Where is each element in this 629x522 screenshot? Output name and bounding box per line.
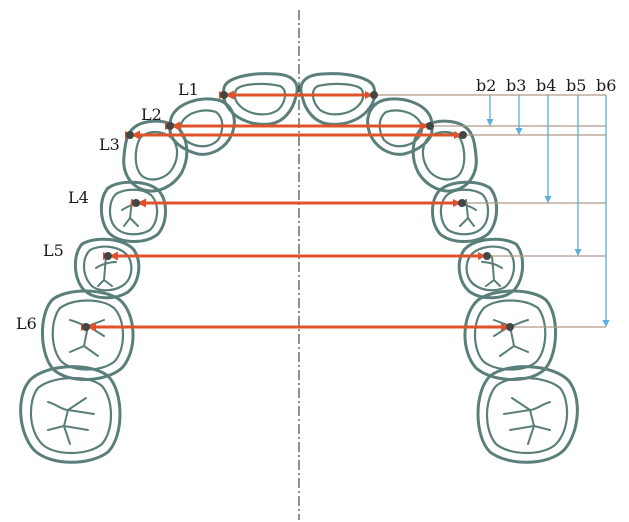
width-label-l1: L1 bbox=[178, 80, 199, 99]
landmark-point-left-l4 bbox=[132, 199, 140, 207]
depth-label-b3: b3 bbox=[506, 76, 526, 95]
width-arrowhead-left-l3 bbox=[131, 130, 140, 140]
landmark-points bbox=[82, 91, 514, 331]
landmark-point-right-l3 bbox=[459, 131, 467, 139]
landmark-point-left-l1 bbox=[220, 91, 228, 99]
tooth-second-premolar-left bbox=[74, 237, 141, 300]
landmark-point-right-l1 bbox=[370, 91, 378, 99]
tooth-central-incisor-right bbox=[299, 72, 377, 126]
width-label-l3: L3 bbox=[99, 135, 120, 154]
tooth-canine-left bbox=[122, 119, 189, 193]
tooth-first-premolar-right bbox=[431, 180, 498, 243]
landmark-point-right-l4 bbox=[458, 199, 466, 207]
width-arrowhead-left-l1 bbox=[225, 90, 234, 100]
depth-label-b6: b6 bbox=[596, 76, 616, 95]
landmark-point-left-l3 bbox=[126, 131, 134, 139]
width-label-l6: L6 bbox=[16, 314, 37, 333]
landmark-point-left-l6 bbox=[82, 323, 90, 331]
landmark-point-right-l5 bbox=[483, 252, 491, 260]
width-arrowhead-left-l6 bbox=[87, 322, 96, 332]
landmark-point-right-l2 bbox=[426, 122, 434, 130]
tooth-second-molar-right bbox=[476, 365, 579, 464]
guide-lines bbox=[374, 94, 606, 328]
width-arrowhead-left-l4 bbox=[137, 198, 146, 208]
width-label-l2: L2 bbox=[141, 105, 162, 124]
depth-label-b4: b4 bbox=[536, 76, 556, 95]
width-label-l5: L5 bbox=[43, 241, 64, 260]
landmark-point-left-l2 bbox=[166, 122, 174, 130]
width-label-l4: L4 bbox=[68, 188, 89, 207]
landmark-point-left-l5 bbox=[104, 252, 112, 260]
width-arrowhead-left-l2 bbox=[171, 121, 180, 131]
landmark-point-right-l6 bbox=[506, 323, 514, 331]
depth-label-b5: b5 bbox=[566, 76, 586, 95]
width-arrows bbox=[81, 90, 509, 332]
depth-label-b2: b2 bbox=[476, 76, 496, 95]
depth-arrows bbox=[486, 95, 610, 327]
tooth-second-premolar-right bbox=[457, 237, 524, 300]
tooth-first-molar-right bbox=[463, 289, 557, 382]
width-arrowhead-left-l5 bbox=[109, 251, 118, 261]
tooth-second-molar-left bbox=[19, 365, 122, 464]
